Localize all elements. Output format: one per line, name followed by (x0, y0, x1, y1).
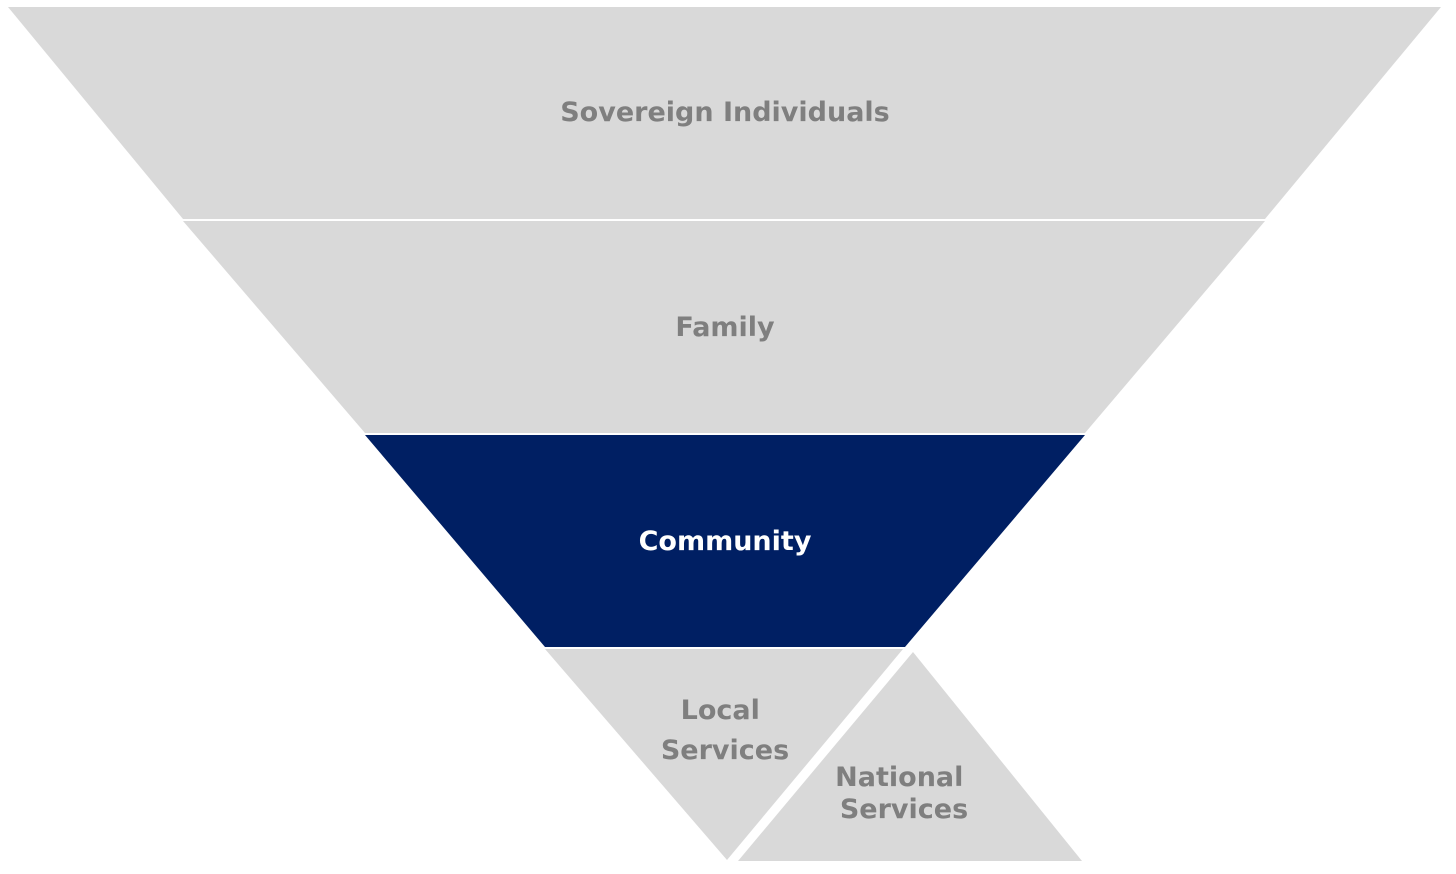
layer-sovereign-individuals-label: Sovereign Individuals (560, 97, 890, 128)
layer-community-label: Community (639, 526, 812, 557)
layer-family (183, 221, 1265, 433)
layer-sovereign-individuals (8, 7, 1441, 219)
national-services-label: National Services (835, 762, 973, 825)
national-services-line2: Services (840, 794, 968, 825)
local-services-line1: Local (681, 695, 760, 726)
layer-community (365, 435, 1085, 647)
base-local-services (545, 649, 903, 860)
layer-family-label: Family (675, 312, 775, 343)
local-services-label: Local Services (661, 695, 789, 766)
national-services-line1: National (835, 762, 963, 793)
base-national-services (738, 652, 1082, 861)
local-services-line2: Services (661, 735, 789, 766)
